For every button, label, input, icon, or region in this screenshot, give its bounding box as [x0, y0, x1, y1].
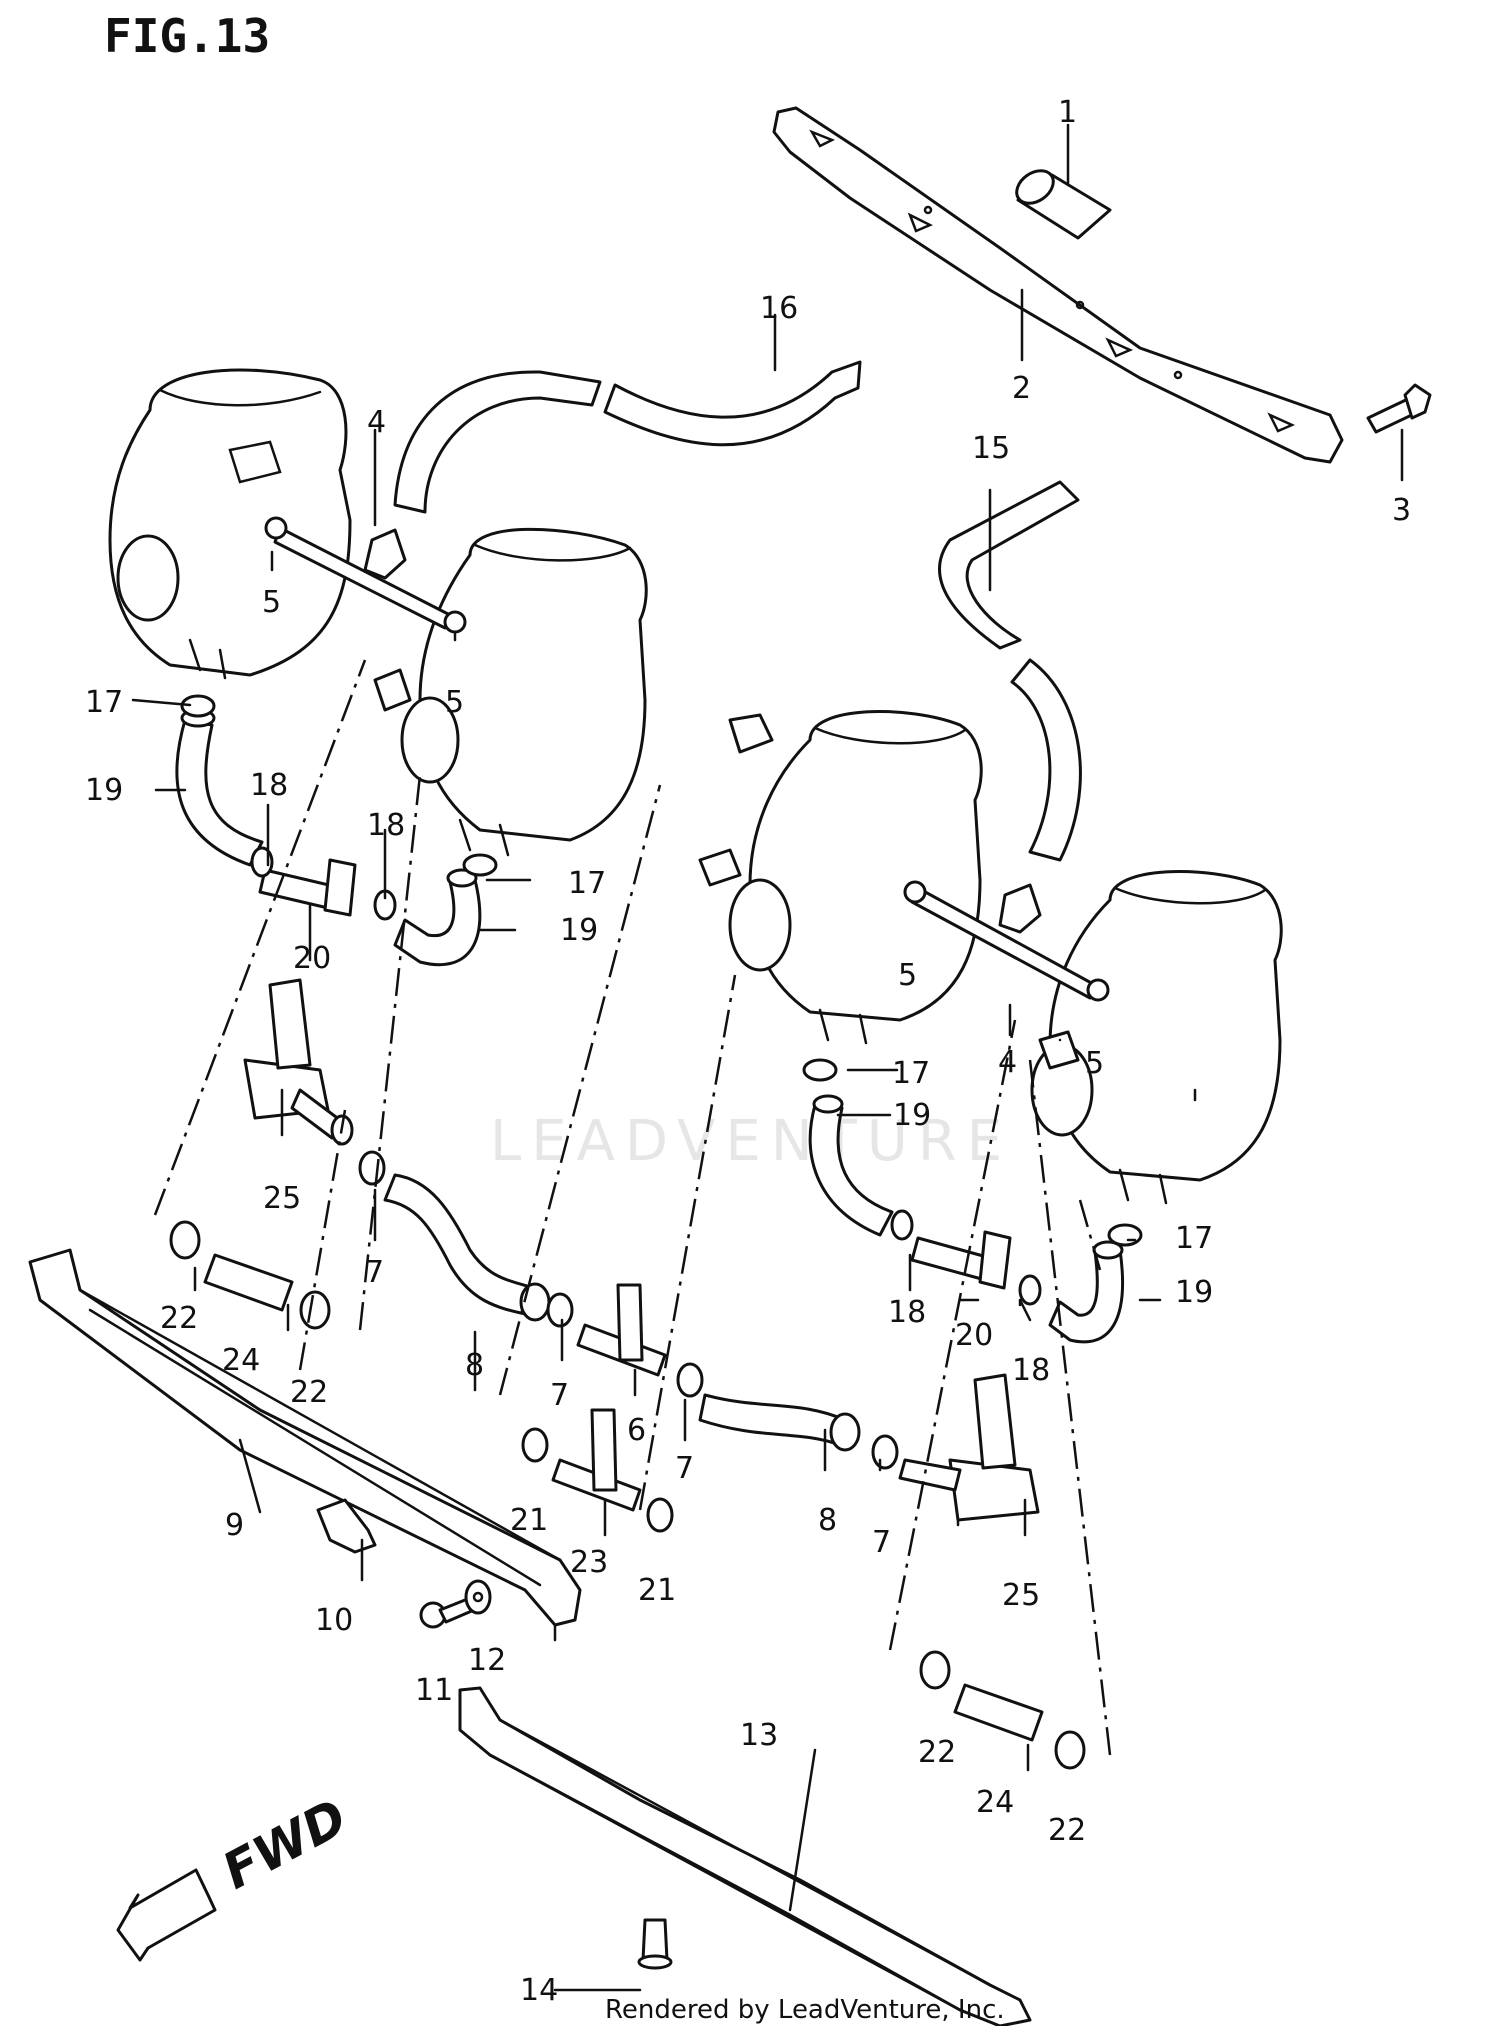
callout-16: 16 — [760, 291, 798, 326]
callout-7: 7 — [872, 1525, 891, 1560]
carburetor-4 — [1030, 869, 1283, 1205]
callout-1: 1 — [1058, 95, 1077, 130]
callout-12: 12 — [468, 1643, 506, 1678]
hose-upper-left — [393, 360, 862, 514]
callout-3: 3 — [1392, 493, 1411, 528]
callout-2: 2 — [1012, 371, 1031, 406]
callout-8: 8 — [465, 1348, 484, 1383]
carburetor-2 — [373, 527, 648, 857]
hose-upper-right — [938, 480, 1082, 862]
figure-title: FIG.13 — [104, 9, 270, 63]
filter-24-b — [953, 1683, 1044, 1742]
fitting-20-a — [258, 858, 357, 917]
carburetor-1 — [108, 368, 352, 680]
callout-25: 25 — [263, 1181, 301, 1216]
clip-part — [316, 1498, 377, 1554]
callout-10: 10 — [315, 1603, 353, 1638]
lower-left-bracket — [28, 1248, 582, 1627]
callout-19: 19 — [1175, 1275, 1213, 1310]
callout-17: 17 — [1175, 1221, 1213, 1256]
callout-17: 17 — [568, 866, 606, 901]
callout-18: 18 — [250, 768, 288, 803]
connector-shaft-left — [264, 516, 467, 634]
callout-21: 21 — [510, 1503, 548, 1538]
screw-part — [419, 1596, 476, 1629]
bolt-part — [1366, 383, 1432, 434]
callout-5: 5 — [898, 958, 917, 993]
callout-20: 20 — [293, 941, 331, 976]
connection-lines — [153, 659, 1112, 1756]
callout-5: 5 — [445, 685, 464, 720]
callout-24: 24 — [976, 1785, 1014, 1820]
valve-25-a — [243, 978, 354, 1146]
hose-8-b — [698, 1393, 861, 1452]
forward-label: FWD — [213, 1788, 356, 1901]
callout-20: 20 — [955, 1318, 993, 1353]
callout-19: 19 — [560, 913, 598, 948]
hose-19-b — [393, 868, 482, 967]
screw-14-part — [637, 1918, 673, 1970]
callout-7: 7 — [675, 1451, 694, 1486]
top-bracket-part — [772, 106, 1344, 464]
callout-7: 7 — [550, 1378, 569, 1413]
washer-part — [464, 1579, 492, 1615]
callout-6: 6 — [627, 1413, 646, 1448]
fitting-20-b — [910, 1230, 1012, 1290]
hose-19-c — [808, 1094, 894, 1237]
hose-19-d — [1048, 1240, 1125, 1344]
callout-13: 13 — [740, 1718, 778, 1753]
callout-labels: 1 2 3 4 4 5 5 5 5 6 7 7 7 7 8 8 9 10 11 … — [85, 95, 1411, 2008]
tee-fitting-23 — [551, 1408, 642, 1512]
carburetor-3 — [698, 709, 983, 1045]
callout-22: 22 — [160, 1301, 198, 1336]
callout-21: 21 — [638, 1573, 676, 1608]
callout-19: 19 — [893, 1098, 931, 1133]
callout-5: 5 — [262, 585, 281, 620]
callout-18: 18 — [888, 1295, 926, 1330]
filter-24-a — [203, 1253, 294, 1312]
callout-22: 22 — [1048, 1813, 1086, 1848]
watermark: LEADVENTURE — [490, 1109, 1012, 1174]
callout-19: 19 — [85, 773, 123, 808]
lower-long-bracket — [458, 1686, 1032, 2026]
callout-24: 24 — [222, 1343, 260, 1378]
callout-18: 18 — [1012, 1353, 1050, 1388]
callout-4: 4 — [367, 405, 386, 440]
forward-arrow: FWD — [116, 1788, 356, 1962]
callout-8: 8 — [818, 1503, 837, 1538]
callout-5: 5 — [1085, 1046, 1104, 1081]
callout-22: 22 — [290, 1375, 328, 1410]
connector-shaft-right — [903, 880, 1110, 1002]
callout-11: 11 — [415, 1673, 453, 1708]
callout-22: 22 — [918, 1735, 956, 1770]
callout-18: 18 — [367, 808, 405, 843]
callout-9: 9 — [225, 1508, 244, 1543]
callout-17: 17 — [892, 1056, 930, 1091]
footer-credit: Rendered by LeadVenture, Inc. — [605, 1995, 1005, 2025]
callout-17: 17 — [85, 685, 123, 720]
leader-lines — [131, 123, 1404, 1992]
callout-4: 4 — [998, 1045, 1017, 1080]
valve-25-b — [898, 1373, 1040, 1522]
callout-15: 15 — [972, 431, 1010, 466]
callout-7: 7 — [365, 1255, 384, 1290]
hose-8-a — [383, 1173, 551, 1322]
sleeve-part — [1015, 169, 1112, 240]
tee-fitting-6 — [576, 1283, 667, 1377]
callout-23: 23 — [570, 1545, 608, 1580]
callout-14: 14 — [520, 1973, 558, 2008]
callout-25: 25 — [1002, 1578, 1040, 1613]
